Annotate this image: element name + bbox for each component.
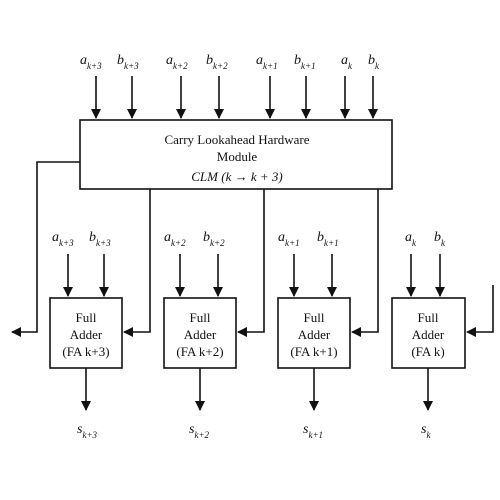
fa-k1-input-b-label: bk+1 [317,230,339,248]
fa-k1-line1: Full [304,310,325,325]
fa-k-line1: Full [418,310,439,325]
fa-k3-input-b-label: bk+3 [89,230,111,248]
fa-k-box [391,297,466,369]
top-input-a-k: ak [341,53,353,71]
top-input-labels: ak+3 bk+3 ak+2 bk+2 ak+1 bk+1 ak bk [80,53,380,71]
fa-k1-input-a-label: ak+1 [278,230,300,248]
top-input-a-k3: ak+3 [80,53,102,71]
top-input-b-k: bk [368,53,380,71]
carry-in-fa-k [466,285,494,337]
carry-in-fa-k1 [351,189,379,337]
full-adder-k1: ak+1 bk+1 Full Adder (FA k+1) sk+1 [277,230,351,440]
top-input-b-k2: bk+2 [206,53,228,71]
clm-title-line3: CLM (k → k + 3) [191,169,282,184]
fa-k-line3: (FA k) [411,344,444,359]
top-input-a-k2: ak+2 [166,53,188,71]
fa-k3-line2: Adder [70,327,103,342]
fa-k1-sum-label: sk+1 [303,422,323,440]
full-adder-k: ak bk Full Adder (FA k) sk [391,230,466,440]
fa-k2-input-a-label: ak+2 [164,230,186,248]
fa-k-input-a-label: ak [405,230,417,248]
top-input-arrows [91,76,378,119]
fa-k3-line3: (FA k+3) [62,344,109,359]
fa-k1-line3: (FA k+1) [290,344,337,359]
full-adder-k3: ak+3 bk+3 Full Adder (FA k+3) sk+3 [49,230,123,440]
fa-k2-sum-label: sk+2 [189,422,210,440]
fa-k3-line1: Full [76,310,97,325]
fa-k3-sum-label: sk+3 [77,422,98,440]
full-adder-k2: ak+2 bk+2 Full Adder (FA k+2) sk+2 [163,230,237,440]
fa-k2-line3: (FA k+2) [176,344,223,359]
fa-k2-line2: Adder [184,327,217,342]
carry-in-fa-k3 [123,189,151,337]
fa-k3-input-a-label: ak+3 [52,230,74,248]
clm-title-line1: Carry Lookahead Hardware [164,132,309,147]
clm-module: Carry Lookahead Hardware Module CLM (k →… [79,119,393,190]
fa-k-sum-label: sk [421,422,431,440]
fa-k2-box [163,297,237,369]
fa-k-line2: Adder [412,327,445,342]
fa-k2-input-b-label: bk+2 [203,230,225,248]
top-input-b-k3: bk+3 [117,53,139,71]
clm-title-line2: Module [217,149,258,164]
fa-k1-box [277,297,351,369]
fa-k-input-b-label: bk [434,230,446,248]
top-input-a-k1: ak+1 [256,53,278,71]
carry-lines [11,161,494,337]
fa-k3-box [49,297,123,369]
fa-k1-line2: Adder [298,327,331,342]
fa-k2-line1: Full [190,310,211,325]
carry-out-k4 [11,161,80,337]
top-input-b-k1: bk+1 [294,53,316,71]
carry-in-fa-k2 [237,189,265,337]
clm-box [79,119,393,190]
